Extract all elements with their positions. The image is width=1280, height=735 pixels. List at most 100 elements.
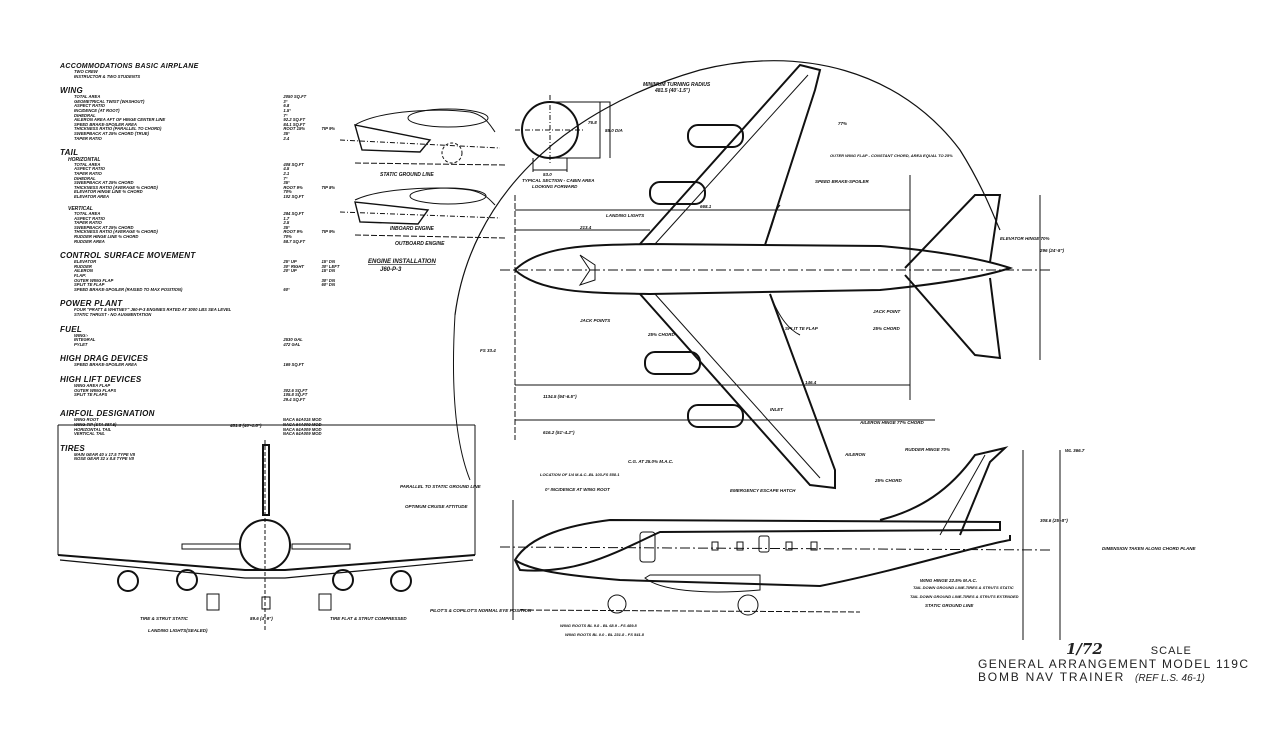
spec-label: DIHEDRAL — [74, 175, 96, 181]
spec-value: 35° — [283, 130, 290, 136]
accommodations-line: TWO CREW — [74, 69, 98, 74]
spec-label: HORIZONTAL TAIL — [74, 426, 112, 432]
engine-installation-title: ENGINE INSTALLATION — [368, 259, 436, 265]
engine-nacelle-3 — [644, 351, 701, 375]
spec-row: THICKNESS RATIO (PARALLEL TO CHORD)ROOT … — [60, 127, 350, 132]
spec-label: MAIN GEAR 40 x 17.5 TYPE VII — [74, 451, 135, 457]
plan-label: SPLIT TE FLAP — [785, 326, 819, 331]
engine-label-outboard: OUTBOARD ENGINE — [395, 241, 445, 247]
spec-label: SWEEPBACK AT 25% CHORD (TRUE) — [74, 130, 149, 136]
title-line2: BOMB NAV TRAINER — [978, 670, 1126, 684]
engine-nacelle-2 — [649, 181, 706, 205]
spec-label: ELEVATOR HINGE LINE % CHORD — [74, 189, 143, 195]
side-note: DIMENSION TAKEN ALONG CHORD PLANE — [1102, 546, 1196, 551]
spec-value: 105.8 SQ.FT — [283, 392, 308, 398]
engine-label-inboard: INBOARD ENGINE — [390, 226, 435, 232]
front-span-dim: 481.8 (40'-1.8") — [229, 423, 262, 428]
engine-installation-subtitle: J60-P-3 — [380, 267, 402, 273]
spec-row: MAIN GEAR 40 x 17.5 TYPE VII — [60, 451, 350, 458]
spec-value: 6.8 — [283, 103, 290, 109]
side-label: EMERGENCY ESCAPE HATCH — [730, 488, 796, 493]
spec-row: FLAP: — [60, 273, 350, 279]
plan-dim: 213.4 — [579, 225, 592, 230]
spec-value: 20° UP — [283, 268, 297, 274]
spec-label: PYLET — [74, 341, 88, 347]
plan-label: LANDING LIGHTS — [606, 213, 644, 218]
plan-dim: 1134.5 (94'-6.5") — [543, 394, 577, 399]
plan-dim: 616.2 (51'-4.2") — [543, 430, 575, 435]
side-label: RUDDER HINGE 70% — [905, 447, 950, 452]
engine-nacelle-4 — [687, 404, 744, 428]
spec-row: GEOMETRICAL TWIST (WASHOUT)3° — [60, 99, 350, 105]
spec-section-heading: TIRES — [60, 443, 86, 453]
spec-row: SPEED BRAKE-SPOILER (RAISED TO MAX POSIT… — [60, 286, 350, 293]
spec-label: WING TIP (STA 387.5) — [74, 421, 117, 427]
spec-label: ELEVATOR AREA — [74, 193, 109, 199]
spec-value: 25° UP — [283, 259, 297, 265]
spec-value: 408 SQ.FT — [283, 161, 304, 167]
spec-label: WING AREA FLAP — [74, 382, 111, 388]
side-label: 25% CHORD — [874, 478, 903, 483]
side-label: TAIL DOWN GROUND LINE-TIRES & STRUTS STA… — [913, 585, 1014, 590]
spec-value: 1.5° — [283, 107, 291, 113]
spec-label: AILERON — [74, 268, 93, 274]
spec-value: NACA 64A009 MOD — [282, 426, 322, 432]
side-label: PILOT'S & COPILOT'S NORMAL EYE POSITION — [430, 608, 532, 613]
spec-value2: 15° DN — [321, 259, 335, 265]
fuselage-section-label: TYPICAL SECTION - CABIN AREA — [522, 178, 595, 183]
spec-section-heading: FUEL — [60, 324, 83, 334]
plan-label: AILERON HINGE 77% CHORD — [859, 420, 925, 425]
spec-label: SPLIT TE FLAP — [74, 282, 105, 288]
spec-value: 4.5 — [283, 166, 290, 172]
front-label: TIRE FLAT & STRUT COMPRESSED — [330, 616, 407, 621]
spec-label: SPLIT TE FLAPS — [74, 392, 108, 398]
spec-value2: 30° LEFT — [321, 263, 340, 269]
spec-row: NOSE GEAR 32 x 8.8 TYPE VII — [60, 457, 350, 462]
spec-value: 284 SQ.FT — [283, 211, 304, 217]
spec-label: RUDDER HINGE LINE % CHORD — [74, 234, 139, 240]
side-label: WING ROOTS BL 9.8 - BL 68.9 - FS 489.8 — [560, 623, 638, 628]
spec-label: SPEED BRAKE-SPOILER AREA — [74, 121, 137, 127]
spec-row: SWEEPBACK AT 25% CHORD (TRUE) 35° — [60, 130, 350, 137]
spec-row: WING TIP (STA 387.5) NACA 64A009 MOD — [60, 421, 350, 428]
spec-value2: TIP 9% — [321, 126, 336, 132]
front-tread-dim: 89.6 (4'-9") — [250, 616, 273, 621]
title-line1: GENERAL ARRANGEMENT MODEL 119C — [978, 657, 1250, 671]
vertical-tail — [262, 444, 270, 516]
side-label: LOCATION OF 1/4 M.A.C.-BL 103-FS 558.1 — [540, 472, 620, 477]
spec-row: THICKNESS RATIO (AVERAGE % CHORD)ROOT 9%… — [60, 185, 350, 191]
spec-value2: TIP 9% — [321, 229, 336, 235]
plan-label: ELEVATOR HINGE 70% — [1000, 236, 1050, 241]
spec-value: NACA 64A009 MOD — [282, 431, 322, 437]
side-label: STATIC GROUND LINE — [925, 603, 974, 608]
spec-label: TAPER RATIO — [74, 135, 102, 141]
spec-label: AILERON AREA AFT OF HINGE CENTER LINE — [74, 117, 166, 123]
plan-dim: 146.4 — [805, 380, 817, 385]
spec-row: SPLIT TE FLAPS 105.8 SQ.FT — [60, 393, 350, 398]
side-label: WING HINGE 22.5% M.A.C. — [920, 578, 977, 583]
spec-value: 472 GAL — [283, 341, 301, 347]
spec-value: 58.7 SQ.FT — [283, 238, 306, 244]
spec-label: TOTAL AREA — [74, 211, 101, 217]
spec-label: SPEED BRAKE-SPOILER (RAISED TO MAX POSIT… — [74, 286, 183, 292]
side-label: PARALLEL TO STATIC GROUND LINE — [400, 484, 482, 489]
specifications-table: ACCOMMODATIONS BASIC AIRPLANE TWO CREW I… — [60, 60, 350, 462]
spec-value: 30° RIGHT — [283, 263, 304, 269]
spec-section-heading: HIGH DRAG DEVICES — [60, 354, 149, 364]
spec-value: NACA 64A009 MOD — [282, 421, 322, 427]
spec-value: 84.1 SQ.FT — [283, 121, 306, 127]
fuselage-dim-height: 76.8 — [588, 120, 597, 125]
